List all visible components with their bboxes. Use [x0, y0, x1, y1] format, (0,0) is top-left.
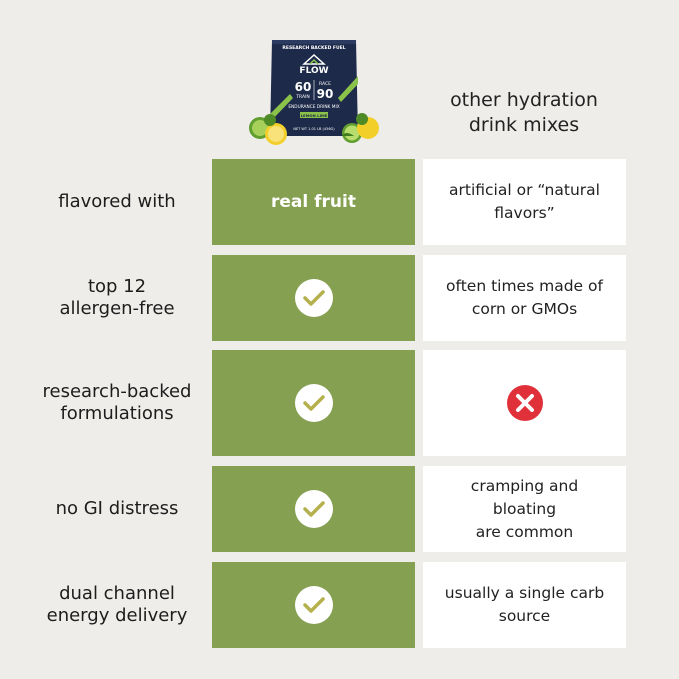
other-text-line2: source [498, 607, 551, 625]
row-label-line1: dual channel [59, 583, 175, 604]
other-text-line1: usually a single carb [444, 584, 605, 602]
row-label-allergen: top 12 allergen-free [22, 255, 212, 341]
other-cell-dual-channel: usually a single carb source [423, 562, 626, 648]
other-text-line2: flavors” [494, 204, 555, 222]
check-icon [294, 586, 333, 624]
other-text-line2: are common [475, 522, 574, 541]
flow-cell-research [212, 350, 415, 456]
bag-label-right: RACE [319, 81, 331, 87]
flow-cell-gi [212, 466, 415, 552]
other-cell-research [423, 350, 626, 456]
check-icon [294, 384, 333, 422]
bag-num-left: 60 [295, 80, 312, 94]
row-label-line2: allergen-free [59, 298, 175, 319]
check-icon [294, 279, 333, 317]
flow-real-fruit-text: real fruit [271, 192, 356, 212]
other-mixes-header: other hydration drink mixes [424, 88, 624, 138]
bag-brand: FLOW [299, 66, 328, 76]
check-icon [294, 490, 333, 528]
other-text-line2: corn or GMOs [471, 300, 578, 318]
other-header-line2: drink mixes [468, 114, 580, 136]
flow-cell-allergen [212, 255, 415, 341]
flow-cell-flavored: real fruit [212, 159, 415, 245]
other-cell-gi: cramping and bloating are common [423, 466, 626, 552]
bag-flavor: LEMON LIME [301, 113, 328, 118]
row-label-line1: flavored with [58, 191, 176, 212]
row-label-line1: research-backed [42, 381, 192, 402]
other-text-line1: artificial or “natural [449, 181, 600, 199]
x-icon [506, 385, 543, 421]
other-cell-allergen: often times made of corn or GMOs [423, 255, 626, 341]
other-header-line1: other hydration [450, 89, 598, 111]
flow-cell-dual-channel [212, 562, 415, 648]
row-label-flavored: flavored with [22, 159, 212, 245]
bag-label-left: TRAIN [295, 94, 309, 100]
row-label-line1: top 12 [87, 276, 147, 297]
row-label-dual-channel: dual channel energy delivery [22, 562, 212, 648]
other-text-line1: often times made of [446, 277, 603, 295]
other-cell-flavored: artificial or “natural flavors” [423, 159, 626, 245]
bag-top-text: RESEARCH BACKED FUEL [282, 45, 345, 51]
row-label-line1: no GI distress [55, 498, 179, 519]
row-label-gi: no GI distress [22, 466, 212, 552]
bag-net-wt: NET WT 1.01 LB (456G) [293, 127, 335, 131]
bag-subtitle: ENDURANCE DRINK MIX [288, 104, 339, 110]
product-image: RESEARCH BACKED FUEL FLOW 60 TRAIN RACE … [246, 36, 382, 146]
row-label-line2: energy delivery [46, 605, 188, 626]
bag-num-right: 90 [317, 87, 334, 101]
row-label-research: research-backed formulations [22, 350, 212, 456]
other-text-line1: cramping and bloating [470, 476, 579, 518]
row-label-line2: formulations [60, 403, 174, 424]
